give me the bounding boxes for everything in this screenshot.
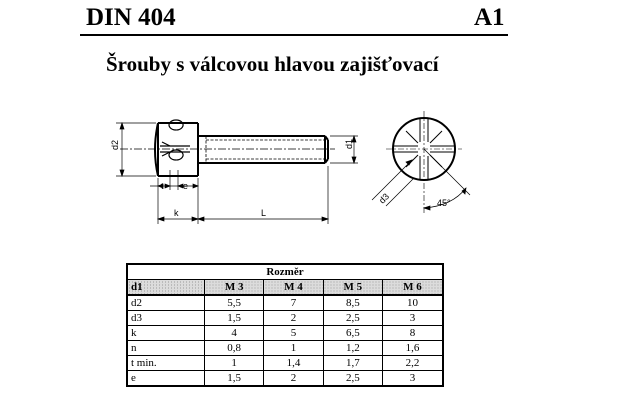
row-label: d3 — [126, 310, 205, 326]
k-label: k — [174, 208, 179, 218]
column-header: M 5 — [322, 279, 383, 296]
table-cell: 3 — [381, 310, 444, 326]
table-cell: 1,2 — [322, 340, 383, 356]
table-row: e 1,5 2 2,5 3 — [126, 370, 444, 387]
table-cell: 1,6 — [381, 340, 444, 356]
column-header: M 6 — [381, 279, 444, 296]
column-header: M 3 — [203, 279, 265, 296]
standard-number: DIN 404 — [86, 4, 176, 31]
row-label: n — [126, 340, 205, 356]
table-cell: 2,2 — [381, 355, 444, 371]
table-cell: 7 — [263, 294, 324, 311]
table-cell: 6,5 — [322, 325, 383, 341]
table-cell: 10 — [381, 294, 444, 311]
screw-shaft — [198, 135, 329, 164]
thread-lines — [205, 136, 325, 163]
table-cell: 1,5 — [203, 310, 265, 326]
table-caption: Rozměr — [126, 263, 444, 280]
t-label: t — [161, 181, 164, 191]
table-cell: 2 — [263, 370, 324, 387]
d2-dimension — [116, 121, 156, 178]
e-label: e — [183, 181, 188, 191]
d2-label: d2 — [110, 140, 120, 150]
table-cell: 1,7 — [322, 355, 383, 371]
header-rule — [80, 34, 508, 36]
angle-dimension — [422, 148, 471, 211]
table-row: t min. 1 1,4 1,7 2,2 — [126, 355, 444, 371]
table-cell: 1,4 — [263, 355, 324, 371]
column-header: d1 — [126, 279, 205, 296]
angle-label: 45° — [437, 198, 451, 208]
table-row: k 4 5 6,5 8 — [126, 325, 444, 341]
table-header-row: d1 M 3 M 4 M 5 M 6 — [126, 279, 444, 296]
table-cell: 2,5 — [322, 310, 383, 326]
row-label: k — [126, 325, 205, 341]
sheet-format: A1 — [474, 4, 505, 31]
table-cell: 2,5 — [322, 370, 383, 387]
d1-dimension — [330, 134, 358, 165]
table-cell: 2 — [263, 310, 324, 326]
table-cell: 3 — [381, 370, 444, 387]
table-cell: 5,5 — [203, 294, 265, 311]
table-cell: 1 — [203, 355, 265, 371]
table-cell: 8 — [381, 325, 444, 341]
head-slot — [160, 119, 190, 161]
row-label: d2 — [126, 294, 205, 311]
table-cell: 5 — [263, 325, 324, 341]
page-title: Šrouby s válcovou hlavou zajišťovací — [106, 52, 439, 76]
d1-label: d1 — [344, 139, 354, 149]
table-row: n 0,8 1 1,2 1,6 — [126, 340, 444, 356]
technical-drawing: d2 d1 t e k L d3 45° — [110, 111, 471, 224]
end-view-slot — [393, 118, 455, 180]
screw-head — [154, 122, 199, 177]
table-row: d2 5,5 7 8,5 10 — [126, 294, 444, 311]
column-header: M 4 — [263, 279, 324, 296]
table-row: d3 1,5 2 2,5 3 — [126, 310, 444, 326]
row-label: e — [126, 370, 205, 387]
d3-leader — [371, 159, 415, 207]
k-L-dimensions — [156, 166, 330, 224]
dimension-table: Rozměr d1 M 3 M 4 M 5 M 6 d2 5,5 7 8,5 1… — [126, 263, 444, 387]
table-cell: 1 — [263, 340, 324, 356]
table-cell: 8,5 — [322, 294, 383, 311]
row-label: t min. — [126, 355, 205, 371]
L-label: L — [261, 208, 266, 218]
table-cell: 0,8 — [203, 340, 265, 356]
t-e-dimensions — [150, 170, 199, 224]
table-cell: 4 — [203, 325, 265, 341]
table-cell: 1,5 — [203, 370, 265, 387]
